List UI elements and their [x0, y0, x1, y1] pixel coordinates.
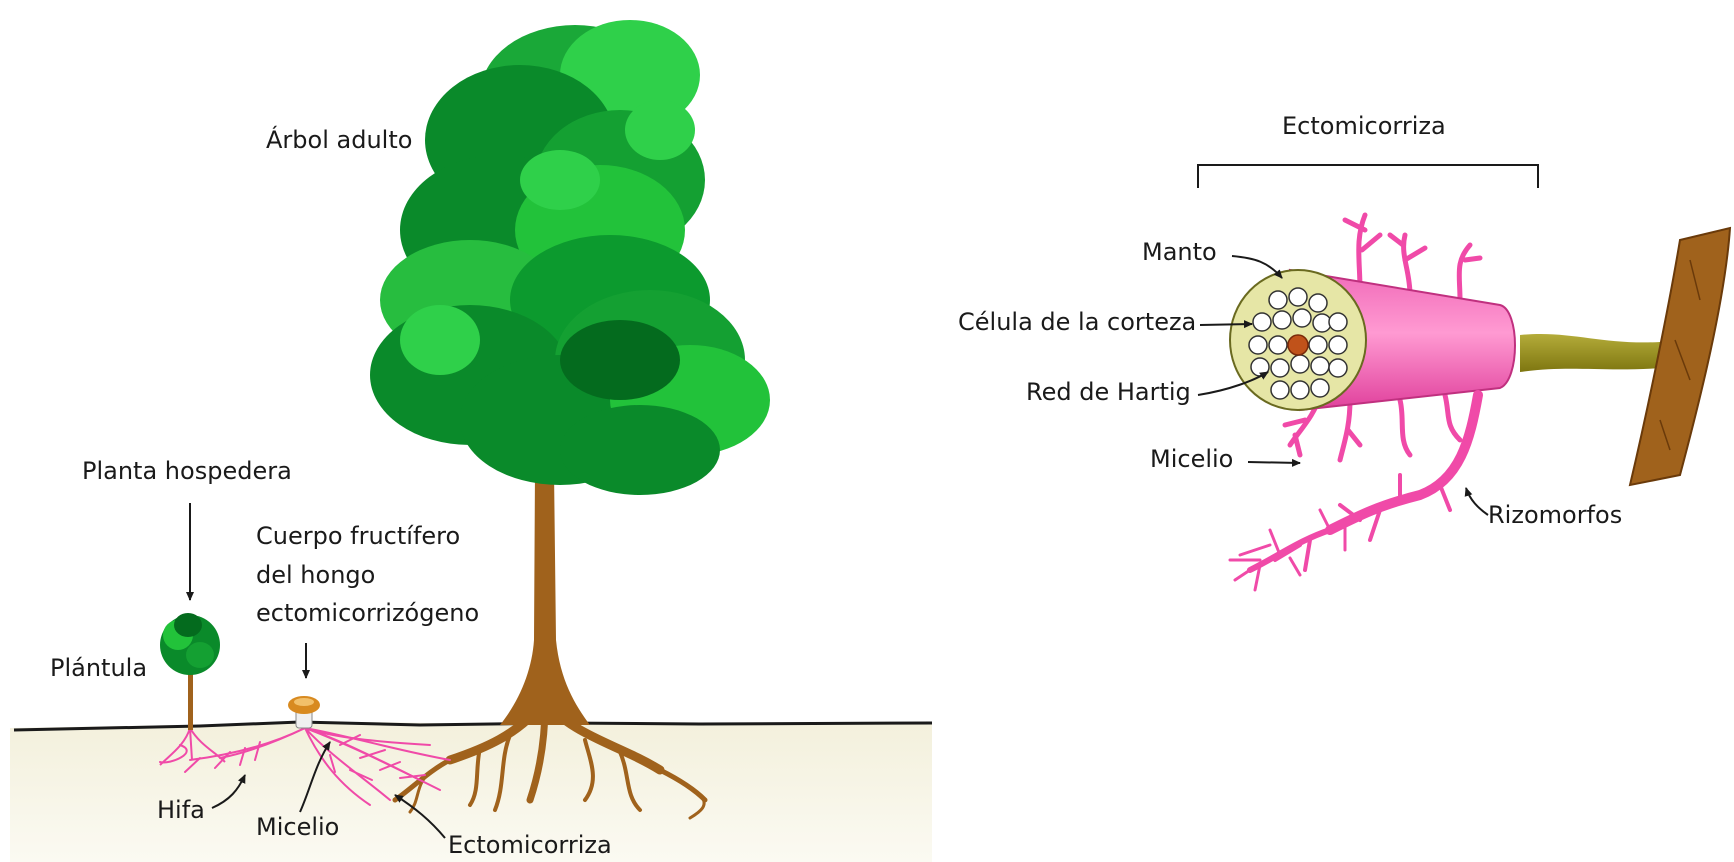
- fruiting-body-label-line3: ectomicorrizógeno: [256, 600, 479, 628]
- root-tip-cylinder: [1230, 270, 1515, 410]
- host-plant-label: Planta hospedera: [82, 458, 292, 486]
- detail-bracket: [1198, 165, 1538, 188]
- rhizomorph-arrow: [1466, 488, 1488, 515]
- mycelium-arrow-right: [1248, 462, 1300, 463]
- mantle-label: Manto: [1142, 239, 1217, 267]
- hypha-label: Hifa: [157, 797, 205, 825]
- detail-title: Ectomicorriza: [1282, 113, 1446, 141]
- adult-tree-label: Árbol adulto: [266, 127, 412, 155]
- fruiting-body-label-line1: Cuerpo fructífero: [256, 523, 460, 551]
- host-root: [1520, 228, 1730, 485]
- rhizomorphs-label: Rizomorfos: [1488, 502, 1622, 530]
- mycelium-label-right: Micelio: [1150, 446, 1233, 474]
- hartig-net-label: Red de Hartig: [1026, 379, 1191, 407]
- vascular-center: [1288, 335, 1308, 355]
- mycelium-label-left: Micelio: [256, 814, 339, 842]
- adult-tree: [370, 20, 770, 818]
- ectomycorrhiza-label-left: Ectomicorriza: [448, 832, 612, 860]
- rhizomorph: [1230, 395, 1478, 590]
- tree-canopy: [370, 20, 770, 495]
- cortex-cell-label: Célula de la corteza: [958, 309, 1196, 337]
- fruiting-body-label-line2: del hongo: [256, 562, 375, 590]
- cortex-cell-arrow: [1200, 324, 1252, 325]
- seedling-label: Plántula: [50, 655, 147, 683]
